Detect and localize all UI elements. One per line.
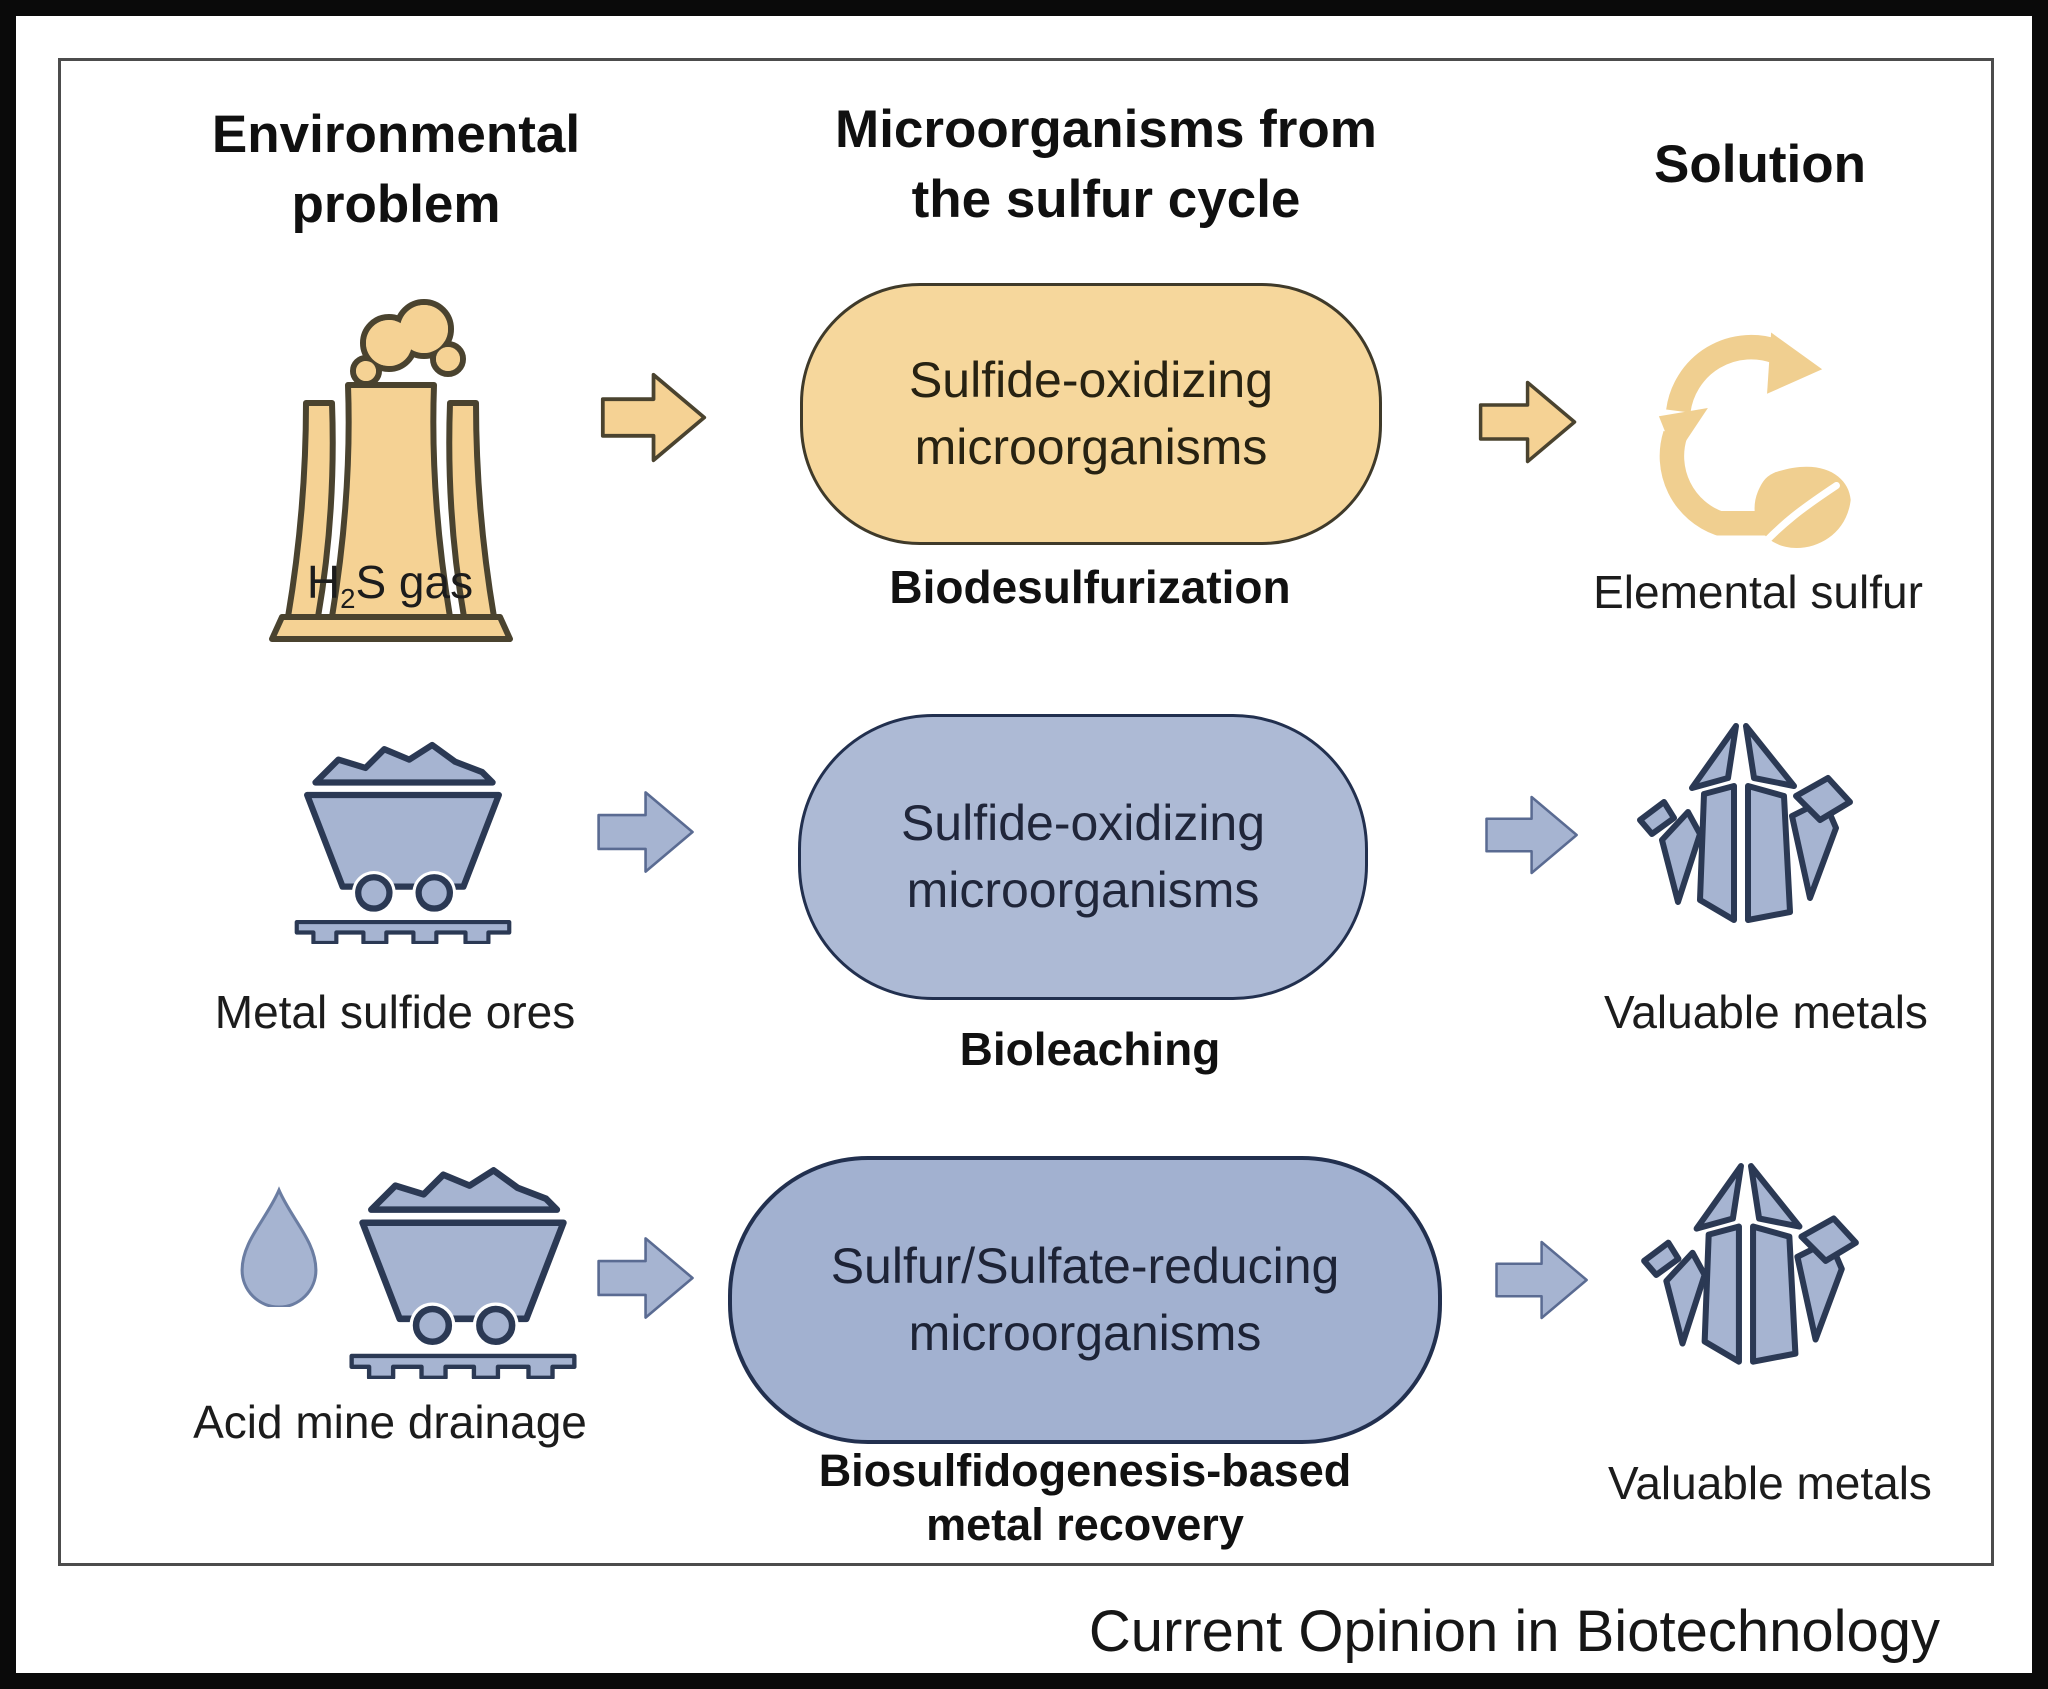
header-line: problem	[291, 174, 501, 234]
header-line: Solution	[1654, 135, 1866, 194]
block-arrow-right-icon	[1485, 795, 1578, 875]
microorganism-box-sulfur-sulfate-reducing: Sulfur/Sulfate-reducing microorganisms	[728, 1156, 1442, 1444]
process-label-biosulfidogenesis: Biosulfidogenesis-based metal recovery	[760, 1444, 1410, 1552]
label-part: S gas	[355, 556, 474, 608]
journal-credit: Current Opinion in Biotechnology	[1088, 1599, 1940, 1664]
box-line: microorganisms	[914, 419, 1268, 475]
problem-label-metal-sulfide-ores: Metal sulfide ores	[214, 986, 576, 1038]
header-environmental-problem: Environmental problem	[106, 100, 686, 240]
solution-label-elemental-sulfur: Elemental sulfur	[1593, 566, 1923, 618]
block-arrow-right-icon	[1478, 380, 1577, 464]
solution-label-valuable-metals: Valuable metals	[1604, 986, 1928, 1038]
water-drop-icon	[240, 1186, 318, 1307]
block-arrow-right-icon	[600, 372, 707, 463]
problem-label-acid-mine-drainage: Acid mine drainage	[193, 1396, 587, 1448]
block-arrow-right-icon	[597, 1237, 694, 1319]
process-label-line: Biosulfidogenesis-based	[818, 1445, 1352, 1496]
recycle-leaf-icon	[1658, 332, 1851, 559]
block-arrow-right-icon	[1495, 1240, 1588, 1320]
process-label-biodesulfurization: Biodesulfurization	[889, 561, 1291, 613]
process-label-line: metal recovery	[926, 1499, 1244, 1550]
solution-label-valuable-metals: Valuable metals	[1608, 1457, 1932, 1509]
mine-cart-icon	[349, 1167, 577, 1379]
header-line: Environmental	[211, 105, 581, 164]
header-line: the sulfur cycle	[911, 169, 1301, 229]
label-part: H	[306, 556, 341, 608]
box-line: Sulfide-oxidizing	[908, 352, 1274, 408]
box-line: microorganisms	[906, 862, 1260, 918]
header-microorganisms: Microorganisms from the sulfur cycle	[786, 95, 1426, 235]
header-solution: Solution	[1510, 130, 2010, 200]
box-line: Sulfide-oxidizing	[900, 795, 1266, 851]
box-line: Sulfur/Sulfate-reducing	[830, 1238, 1340, 1294]
crystal-cluster-icon	[1637, 723, 1853, 923]
crystal-cluster-icon	[1641, 1163, 1859, 1365]
block-arrow-right-icon	[597, 791, 694, 873]
factory-smoke-icon	[269, 299, 513, 642]
header-line: Microorganisms from	[835, 100, 1377, 159]
label-subscript: 2	[340, 583, 356, 615]
mine-cart-icon	[294, 741, 512, 944]
microorganism-box-sulfide-oxidizing: Sulfide-oxidizing microorganisms	[800, 283, 1382, 545]
box-line: microorganisms	[908, 1305, 1262, 1361]
problem-label-h2s-gas: H2S gas	[150, 555, 630, 615]
microorganism-box-sulfide-oxidizing: Sulfide-oxidizing microorganisms	[798, 714, 1368, 1000]
process-label-bioleaching: Bioleaching	[959, 1023, 1221, 1075]
